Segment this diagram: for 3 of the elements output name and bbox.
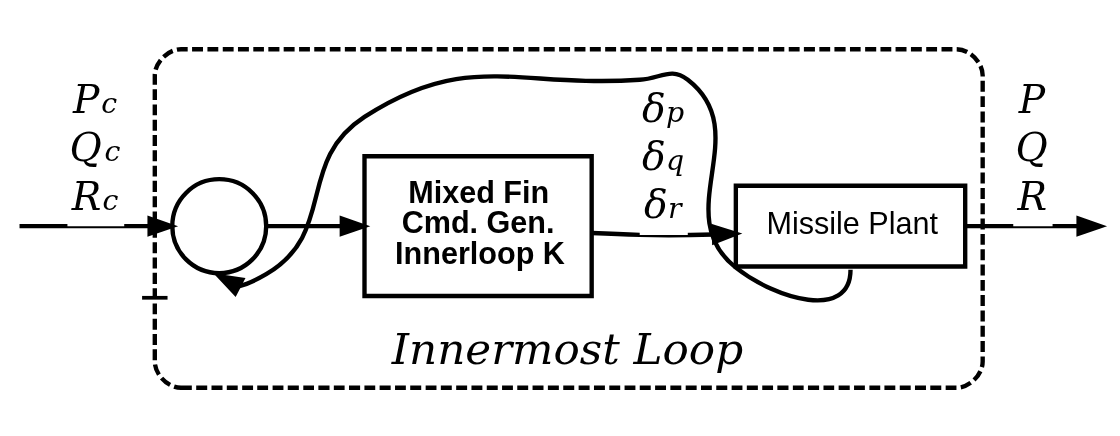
edge-label: P Q R <box>1015 76 1048 219</box>
edge-label: Pc Qc Rc <box>69 76 121 219</box>
edge-label: δp δq δr <box>641 85 685 227</box>
